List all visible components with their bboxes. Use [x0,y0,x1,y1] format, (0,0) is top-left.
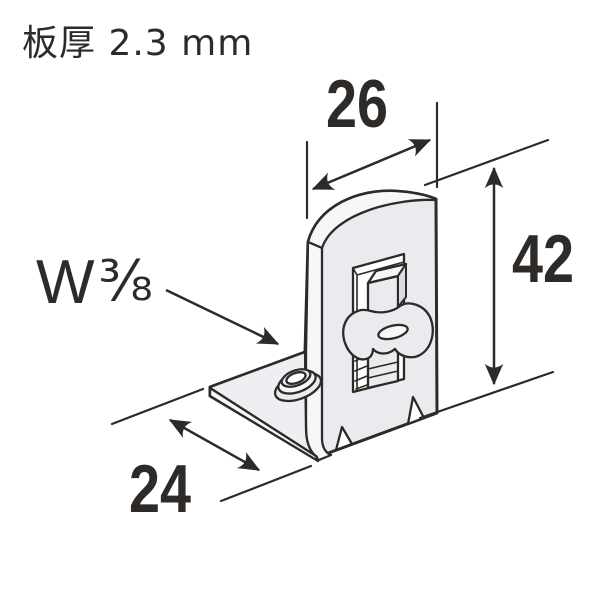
extension-line-lower [219,464,313,503]
base-front-edge [208,386,320,463]
clip-stem-steps [367,361,399,379]
dim-label-42: 42 [512,222,574,297]
slot-and-clip [342,252,434,394]
dim-label-26: 26 [326,67,388,142]
dim-height-42: 42 [418,138,574,420]
dimension-arrow-24 [168,418,261,472]
dim-label-24: 24 [129,452,191,527]
prong-left-icon [334,425,354,452]
top-edge-band [306,189,438,250]
dim-depth-24: 24 [110,387,313,527]
dim-width-26: 26 [305,67,439,220]
extension-line-upper [110,387,205,426]
thread-size-label: W⅜ [36,248,153,317]
thread-fraction: ⅜ [99,249,153,314]
extension-line-top [423,138,550,187]
burring-hole [273,368,323,403]
screw-hole [285,371,307,385]
extension-line-bottom [418,370,555,420]
clip-wing-slot [377,323,409,341]
bracket-drawing [208,189,439,463]
dimension-arrow-26 [311,138,432,191]
leader-arrow [165,288,280,346]
clip-stem-side [397,263,407,308]
thread-callout: W⅜ [36,248,280,346]
thread-prefix: W [36,248,95,317]
plate-thickness-note: 板厚 2.3 mm [22,23,253,64]
